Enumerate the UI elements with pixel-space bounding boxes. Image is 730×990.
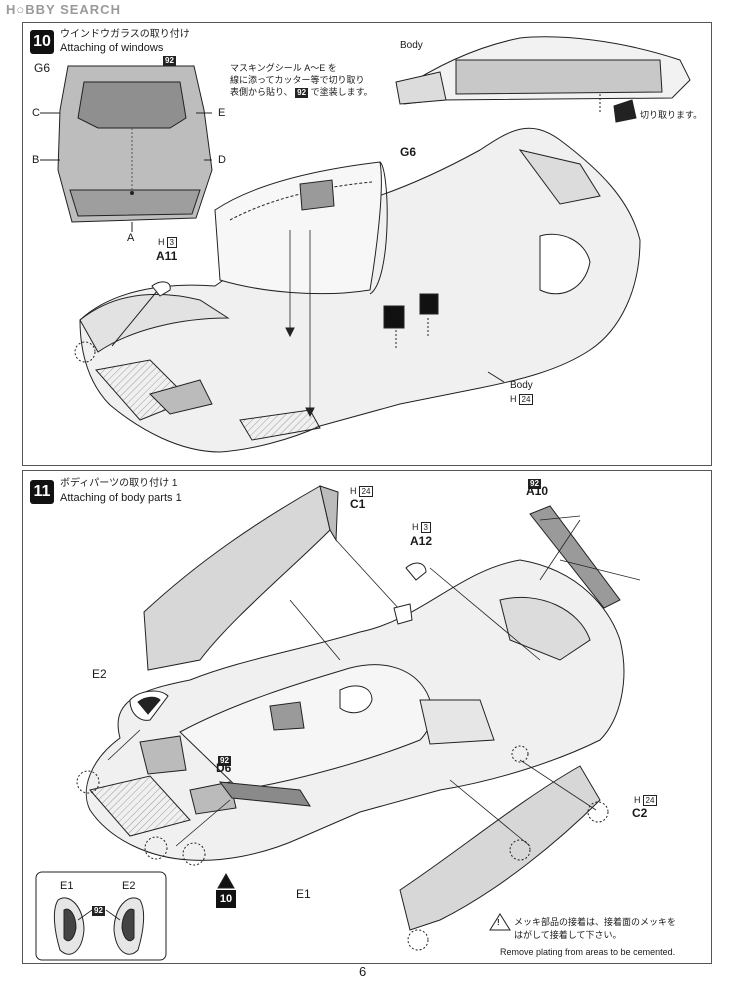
part-c2: [399, 765, 601, 931]
body-runner-number: 24: [518, 394, 534, 405]
step11-title-en: Attaching of body parts 1: [60, 492, 182, 504]
a11-runner-number: 3: [166, 237, 177, 248]
step11-panel: [22, 470, 712, 964]
inset-e2-label: E2: [122, 880, 136, 892]
window-paint-badge: 92: [163, 56, 176, 66]
window-label-c: C: [32, 107, 40, 119]
c2-label: C2: [632, 806, 648, 820]
step10-title-jp: ウインドウガラスの取り付け: [60, 29, 190, 40]
a12-runner-number: 3: [420, 522, 431, 533]
mask-note-line3-b: で塗装します。: [310, 87, 373, 97]
step11-number: 11: [30, 480, 54, 504]
step10-number: 10: [30, 30, 54, 54]
a10-paint-badge: 92: [528, 479, 541, 489]
plating-note-en: Remove plating from areas to be cemented…: [500, 947, 676, 957]
g6-label: G6: [400, 145, 417, 159]
step-ref-badge: 10: [216, 890, 236, 908]
window-label-d: D: [218, 154, 226, 166]
a10-label: A10: [526, 484, 549, 498]
window-label-e: E: [218, 107, 226, 119]
d6-label: D6: [216, 761, 232, 775]
window-part-label: G6: [34, 61, 51, 75]
e2-label: E2: [92, 667, 107, 681]
cut-note: 切り取ります。: [640, 110, 703, 120]
window-label-b: B: [32, 154, 40, 166]
a11-label: A11: [156, 249, 178, 263]
e1-label: E1: [296, 887, 311, 901]
page-number: 6: [356, 965, 370, 978]
inset-e1-label: E1: [60, 880, 74, 892]
part-a10: [529, 505, 621, 609]
warning-icon: !: [497, 918, 500, 927]
window-label-a: A: [127, 232, 135, 244]
d6-paint-badge: 92: [218, 756, 231, 766]
part-d6: [218, 781, 311, 807]
part-c1: [143, 485, 331, 671]
step10-panel: [22, 22, 712, 466]
c1-label: C1: [350, 497, 366, 511]
c1-runner-number: 24: [358, 486, 374, 497]
mask-note-line2: 線に添ってカッター等で切り取り: [230, 75, 365, 85]
c2-runner-number: 24: [642, 795, 658, 806]
watermark: H○BBY SEARCH: [6, 2, 121, 17]
inset-body-label: Body: [400, 40, 423, 51]
mask-note-paint-badge: 92: [295, 88, 309, 98]
step10-title-en: Attaching of windows: [60, 42, 164, 54]
a12-label: A12: [410, 534, 433, 548]
plating-note-jp-1: メッキ部品の接着は、接着面のメッキを: [514, 917, 677, 927]
mask-note-line1: マスキングシール A～E を: [230, 63, 337, 73]
mask-note-line3: 表側から貼り、 92 で塗装します。: [230, 87, 373, 98]
mask-note-line3-a: 表側から貼り、: [230, 87, 293, 97]
step11-title-jp: ボディパーツの取り付け 1: [60, 478, 178, 489]
body-label: Body: [510, 380, 533, 391]
inset-paint-badge: 92: [92, 906, 105, 916]
plating-note-jp-2: はがして接着して下さい。: [514, 930, 622, 940]
